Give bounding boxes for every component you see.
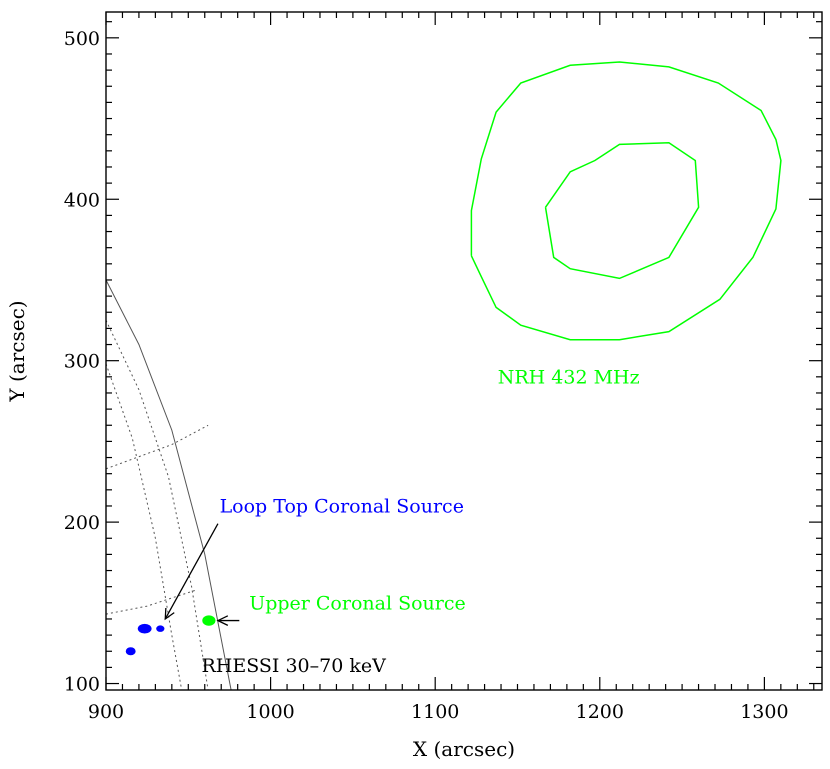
y-tick-label: 500 [64, 28, 100, 50]
y-tick-label: 400 [64, 189, 100, 211]
x-tick-label: 1300 [740, 701, 788, 723]
heliographic-grid-line-3 [106, 589, 197, 615]
y-axis-label: Y (arcsec) [5, 300, 29, 402]
solar-limb [106, 279, 232, 690]
loop-top-label: Loop Top Coronal Source [220, 495, 464, 517]
source-loop-top-a [137, 623, 152, 634]
x-tick-label: 1100 [411, 701, 459, 723]
upper-arrow-head [216, 615, 229, 626]
source-loop-top-b [156, 625, 165, 632]
x-axis-label: X (arcsec) [413, 737, 515, 761]
y-tick-label: 200 [64, 512, 100, 534]
heliographic-grid-line-2 [106, 424, 209, 470]
loop-top-arrow-shaft [164, 523, 219, 620]
y-tick-label: 300 [64, 351, 100, 373]
source-footpoint [125, 647, 136, 656]
x-tick-label: 900 [88, 701, 124, 723]
x-tick-label: 1200 [576, 701, 624, 723]
loop-top-arrow-head [164, 607, 175, 621]
heliographic-grid-line-0 [106, 320, 209, 690]
plot-frame [105, 11, 823, 691]
heliographic-grid-line-1 [106, 363, 183, 690]
nrh-contour-outer [470, 61, 782, 341]
nrh-label: NRH 432 MHz [498, 366, 640, 388]
upper-coronal-label: Upper Coronal Source [249, 592, 466, 614]
source-upper-coronal [202, 615, 216, 626]
nrh-contour-inner [544, 142, 700, 280]
x-tick-label: 1000 [246, 701, 294, 723]
y-tick-label: 100 [64, 674, 100, 696]
rhessi-label: RHESSI 30–70 keV [201, 655, 386, 677]
